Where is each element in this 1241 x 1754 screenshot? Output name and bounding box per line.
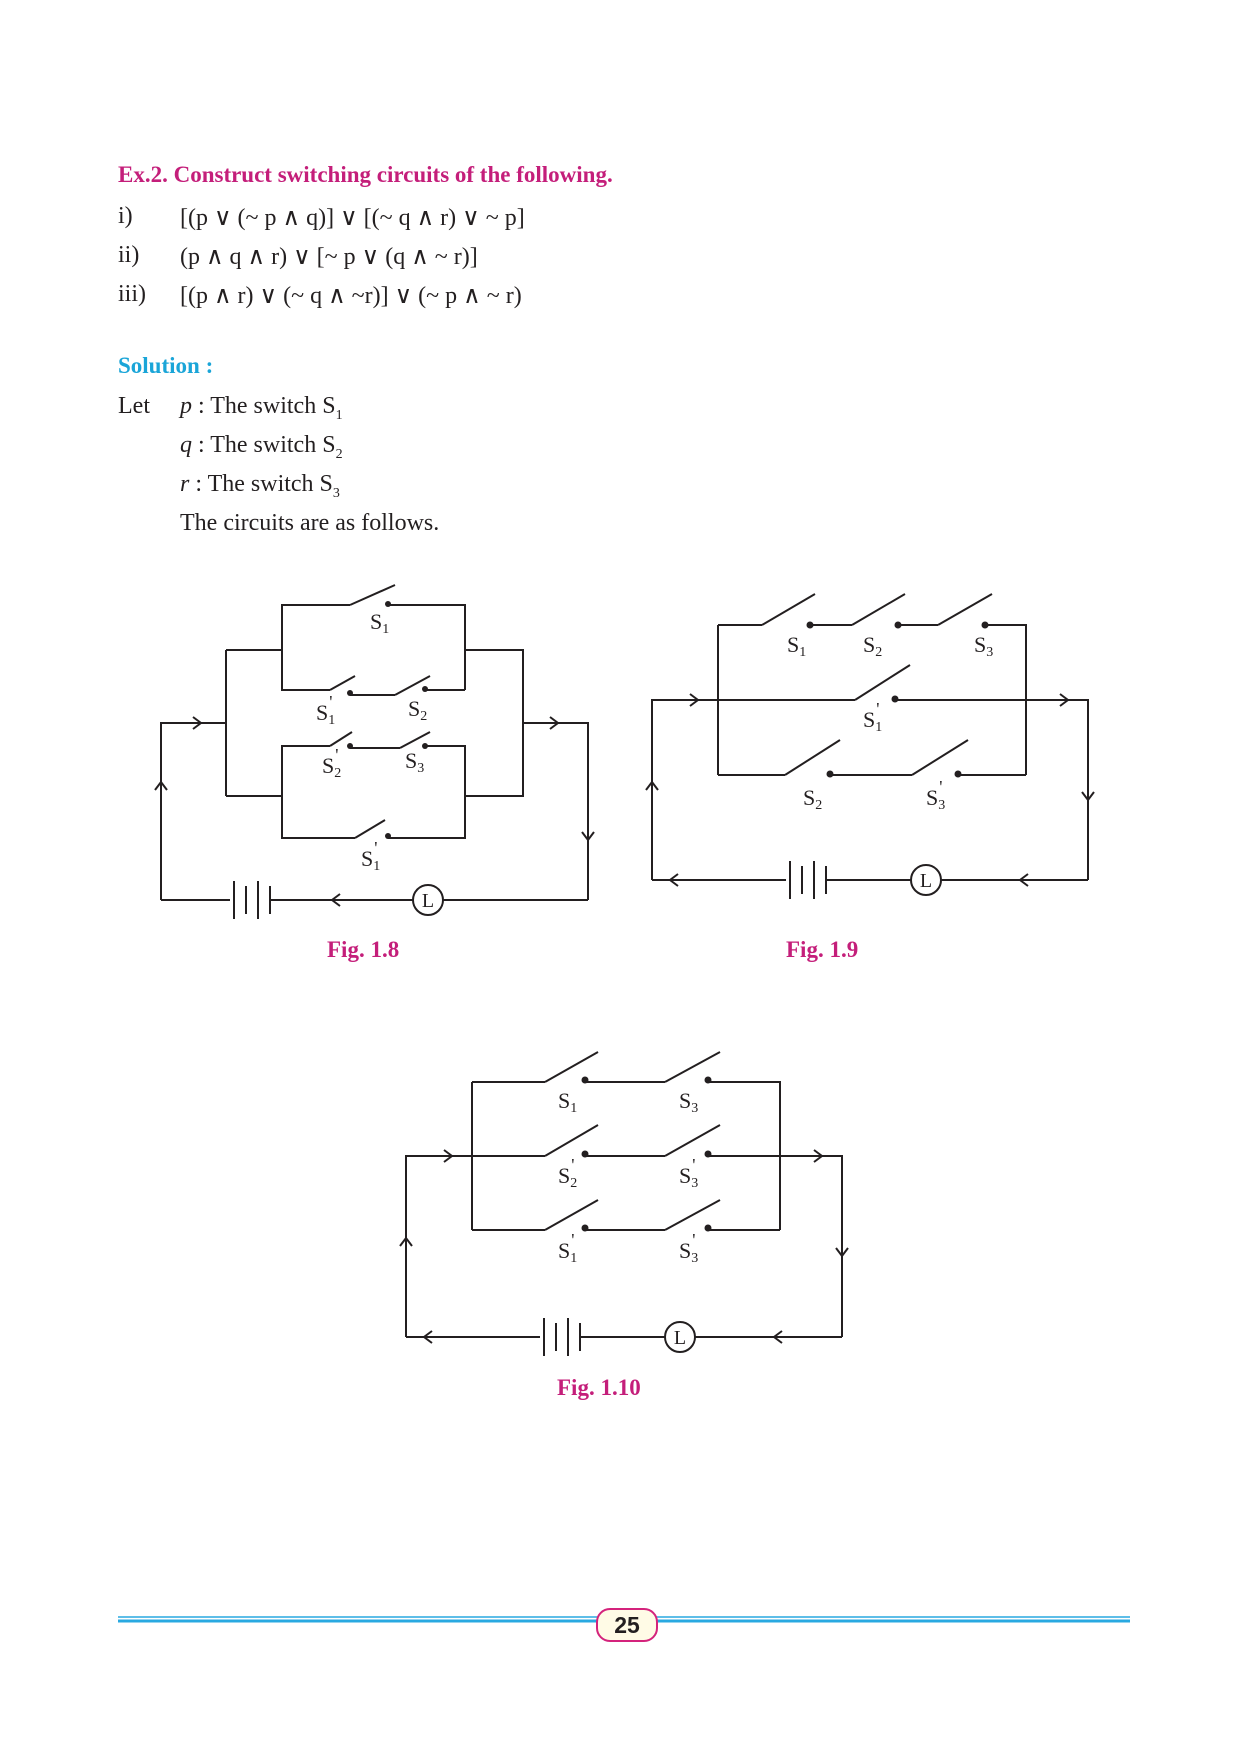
fig18-lamp-label: L [422,890,434,912]
fig-1-10-caption: Fig. 1.10 [557,1375,641,1400]
item-expr-1: [(p ∨ (~ p ∧ q)] ∨ [(~ q ∧ r) ∨ ~ p] [180,205,525,231]
fig18-switch-label-4: S2' [322,745,341,781]
exercise-title: Ex.2. Construct switching circuits of th… [118,162,613,187]
item-label-2: ii) [118,242,140,268]
page-number: 25 [596,1608,658,1642]
item-label-3: iii) [118,281,146,307]
fig110-lamp-label: L [674,1327,686,1349]
fig-1-8-caption: Fig. 1.8 [327,937,400,962]
item-expr-2: (p ∧ q ∧ r) ∨ [~ p ∨ (q ∧ ~ r)] [180,244,478,270]
fig110-switch-label-3: S2' [558,1155,577,1191]
fig19-lamp-label: L [920,870,932,892]
fig18-switch-label-2: S1' [316,692,335,728]
fig110-switch-label-1: S1 [558,1088,577,1116]
fig110-switch-label-6: S3' [679,1230,698,1266]
fig19-switch-label-6: S3' [926,777,945,813]
definition-p: p : The switch S1 [180,393,343,423]
fig18-switch-label-6: S1' [361,838,380,874]
solution-heading: Solution : [118,353,214,378]
item-label-1: i) [118,203,133,229]
definition-q: q : The switch S2 [180,432,343,462]
fig110-switch-label-5: S1' [558,1230,577,1266]
fig110-switch-label-4: S3' [679,1155,698,1191]
let-word: Let [118,393,150,419]
fig19-switch-label-4: S1' [863,699,882,735]
closing-text: The circuits are as follows. [180,510,440,536]
fig110-switch-label-2: S3 [679,1088,698,1116]
fig-1-9-caption: Fig. 1.9 [786,937,859,962]
definition-r: r : The switch S3 [180,471,340,501]
item-expr-3: [(p ∧ r) ∨ (~ q ∧ ~r)] ∨ (~ p ∧ ~ r) [180,283,522,309]
